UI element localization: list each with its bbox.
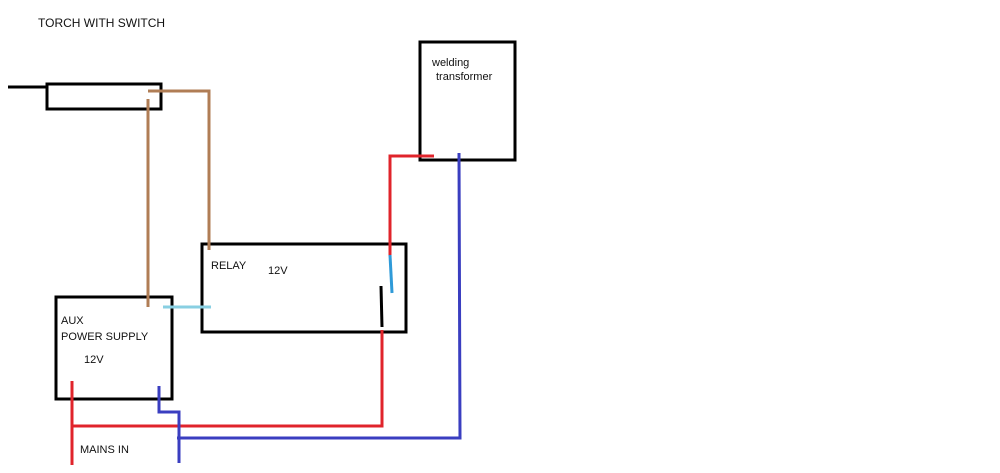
red-wire-relay-to-transformer [388, 154, 434, 256]
transformer-label-line1: welding [431, 57, 469, 69]
blue-wire-supply-to-mains [157, 386, 181, 463]
torch-body [45, 82, 163, 111]
relay-name: RELAY [211, 260, 247, 272]
aux-label-line2: POWER SUPPLY [61, 331, 149, 343]
mains-in-label: MAINS IN [80, 444, 129, 456]
relay-contact-blue [388, 254, 394, 294]
diagram-title: TORCH WITH SWITCH [38, 16, 165, 30]
welding-transformer-box [418, 40, 517, 162]
aux-voltage: 12V [84, 354, 104, 366]
transformer-label-line2: transformer [436, 71, 493, 83]
relay-contact-black [379, 285, 384, 328]
aux-label-line1: AUX [61, 315, 84, 327]
red-wire-relay-to-mains [72, 330, 384, 428]
relay-box [200, 242, 408, 334]
aux-power-supply-box [54, 295, 174, 401]
brown-wire-torch-to-relay [148, 89, 211, 250]
blue-wire-transformer-to-mains [177, 152, 462, 440]
relay-voltage: 12V [268, 265, 288, 277]
